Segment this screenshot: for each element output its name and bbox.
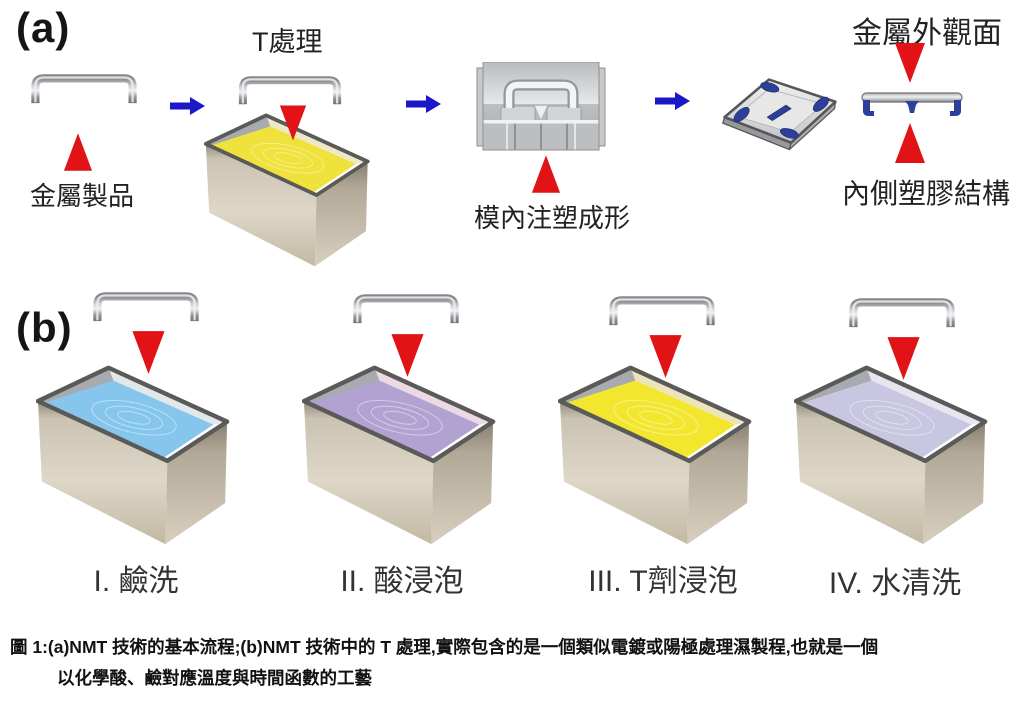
metal-handle-icon <box>238 76 342 105</box>
metal-handle-icon <box>93 292 199 322</box>
in-mold-injection-label: 模內注塑成形 <box>474 203 631 233</box>
step-2-label: II. 酸浸泡 <box>340 565 464 598</box>
treatment-tank <box>558 365 752 545</box>
marker-triangle-up-icon <box>531 155 561 193</box>
metal-product-label: 金屬製品 <box>30 181 135 211</box>
step-1-label: I. 鹼洗 <box>93 565 179 598</box>
metal-exterior-label: 金屬外觀面 <box>852 17 1002 50</box>
step-3-label: III. T劑浸泡 <box>588 565 738 598</box>
marker-triangle-down-icon <box>895 43 925 83</box>
metal-handle-icon <box>849 298 955 328</box>
caption-line-1: 圖 1:(a)NMT 技術的基本流程;(b)NMT 技術中的 T 處理,實際包含… <box>10 637 879 657</box>
marker-triangle-down-icon <box>391 334 424 377</box>
step-4-label: IV. 水清洗 <box>828 567 962 600</box>
part-cross-section-icon <box>861 92 963 116</box>
inner-plastic-label: 內側塑膠結構 <box>842 178 1011 209</box>
flow-arrow-icon <box>170 97 205 115</box>
marker-triangle-down-icon <box>132 331 165 374</box>
panel-b-label: (b) <box>16 304 73 351</box>
marker-triangle-up-icon <box>895 123 925 163</box>
marker-triangle-down-icon <box>279 105 307 141</box>
metal-handle-icon <box>353 294 459 324</box>
panel-a-label: (a) <box>16 4 71 51</box>
figure-caption: 圖 1:(a)NMT 技術的基本流程;(b)NMT 技術中的 T 處理,實際包含… <box>10 632 1018 694</box>
caption-line-2: 以化學酸、鹼對應溫度與時間函數的工藝 <box>57 668 372 688</box>
treatment-tank <box>204 113 370 267</box>
flow-arrow-icon <box>406 95 441 113</box>
treatment-tank <box>302 365 496 545</box>
metal-handle-icon <box>609 296 715 326</box>
t-treatment-label: T處理 <box>252 27 323 57</box>
marker-triangle-up-icon <box>63 133 93 171</box>
marker-triangle-down-icon <box>887 337 920 380</box>
treatment-tank <box>794 365 988 545</box>
flow-arrow-icon <box>655 92 690 110</box>
injection-mold-icon <box>476 62 606 151</box>
treatment-tank <box>36 365 230 545</box>
finished-part-icon <box>722 78 837 151</box>
metal-handle-icon <box>31 74 137 104</box>
marker-triangle-down-icon <box>649 335 682 378</box>
